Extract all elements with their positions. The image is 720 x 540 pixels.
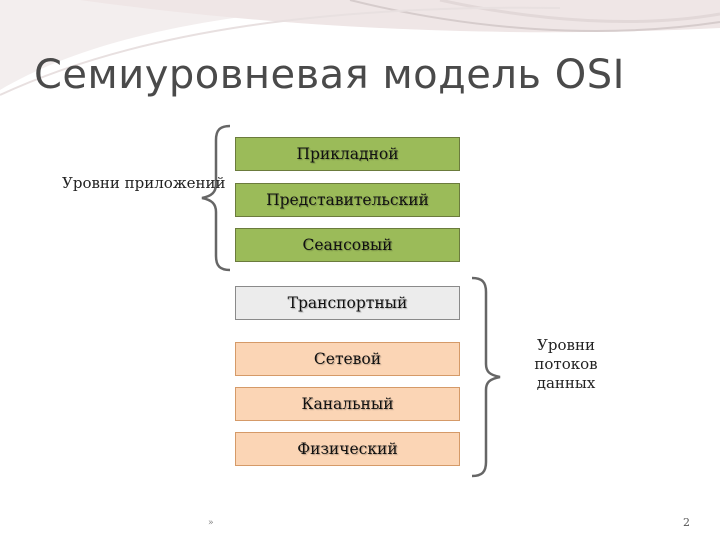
application-levels-brace [201,124,231,272]
data-flow-levels-label: Уровни потоков данных [534,336,598,392]
layer-physical: Физический [235,432,460,466]
layer-session: Сеансовый [235,228,460,262]
layer-application: Прикладной [235,137,460,171]
layer-network: Сетевой [235,342,460,376]
page-number: 2 [683,516,690,529]
slide-title: Семиуровневая модель OSI [34,52,625,98]
data-flow-levels-brace [471,276,501,478]
footer-mark: » [208,518,214,528]
title-swoosh-decoration [0,0,720,96]
layer-transport: Транспортный [235,286,460,320]
layer-presentation: Представительский [235,183,460,217]
application-levels-label: Уровни приложений [62,174,226,192]
layer-data-link: Канальный [235,387,460,421]
